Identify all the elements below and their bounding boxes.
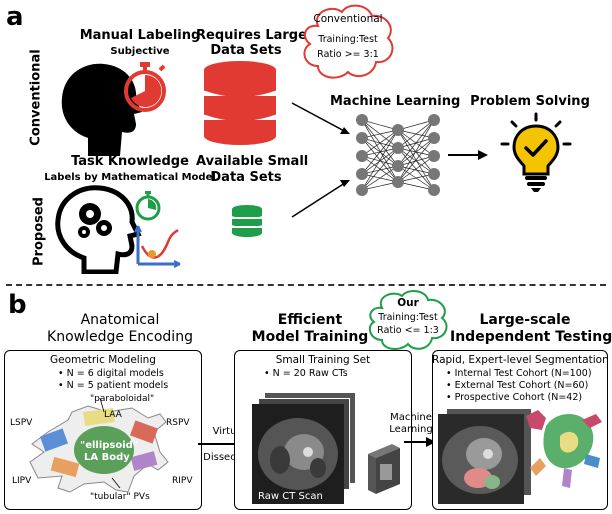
- la-3d-segmentation-render: [526, 410, 602, 488]
- machine-learning-arrow: [404, 437, 436, 447]
- light-bulb-icon: [500, 112, 572, 192]
- box2-bullet-1: • N = 20 Raw CTs: [264, 368, 348, 379]
- task-knowledge-subtitle: Labels by Mathematical Model: [44, 172, 216, 183]
- our-cloud-title: Our: [397, 297, 419, 309]
- box3-bullet-3: • Prospective Cohort (N=42): [446, 392, 583, 403]
- small-training-set-title: Small Training Set: [275, 354, 371, 366]
- la-geometric-model: [29, 397, 169, 493]
- small-database-icon: [231, 205, 263, 237]
- machine-label: Machine: [390, 412, 432, 423]
- label-tubular: "tubular" PVs: [90, 492, 150, 502]
- box3-bullet-2-text: External Test Cohort (N=60): [454, 380, 589, 391]
- box2-bullet-1-text: N = 20 Raw CTs: [272, 368, 348, 379]
- box3-bullet-1: • Internal Test Cohort (N=100): [446, 368, 592, 379]
- available-small-title-1: Available Small: [196, 154, 309, 169]
- col1-title-1: Anatomical: [80, 312, 160, 328]
- our-cloud-line2: Ratio <= 1:3: [377, 325, 439, 336]
- col3-title-1: Large-scale: [479, 312, 571, 328]
- col2-title-2: Model Training: [251, 329, 369, 345]
- math-model-chart-icon: [134, 225, 181, 268]
- row-label-conventional: Conventional: [28, 49, 44, 146]
- geometric-modeling-title: Geometric Modeling: [50, 354, 156, 366]
- panel-a-letter: a: [6, 2, 24, 32]
- virtual-label: Virtual: [212, 426, 246, 437]
- head-gears-icon: [55, 185, 142, 274]
- arrow-to-problem-solving: [448, 150, 488, 160]
- manual-labeling-title: Manual Labeling: [79, 28, 201, 43]
- label-la-body: LA Body: [84, 452, 130, 463]
- requires-large-title-1: Requires Large: [196, 28, 307, 43]
- neural-network-icon: [356, 114, 440, 196]
- problem-solving-title: Problem Solving: [470, 94, 590, 109]
- col2-title-1: Efficient: [277, 312, 343, 328]
- segmentation-title: Rapid, Expert-level Segmentation: [432, 354, 609, 366]
- row-label-proposed: Proposed: [31, 197, 47, 266]
- conventional-cloud-title: Conventional: [313, 13, 383, 25]
- requires-large-title-2: Data Sets: [210, 43, 282, 58]
- label-lipv: LIPV: [12, 476, 32, 486]
- raw-ct-scan-label: Raw CT Scan: [258, 491, 323, 502]
- box1-bullet-1: • N = 6 digital models: [58, 368, 164, 379]
- box3-bullet-1-text: Internal Test Cohort (N=100): [454, 368, 592, 379]
- label-paraboloidal: "paraboloidal": [90, 394, 155, 404]
- box1-bullet-1-text: N = 6 digital models: [66, 368, 164, 379]
- box1-bullet-2-text: N = 5 patient models: [66, 380, 169, 391]
- label-lspv: LSPV: [10, 418, 33, 428]
- dissection-label: Dissection: [203, 452, 255, 463]
- segmented-ct-image: [438, 414, 524, 504]
- machine-learning-title: Machine Learning: [330, 94, 461, 109]
- label-ripv: RIPV: [172, 476, 193, 486]
- conventional-cloud-line1: Training:Test: [318, 34, 378, 45]
- conventional-cloud-shape: [303, 4, 394, 79]
- small-stopwatch-icon: [135, 191, 161, 221]
- conventional-cloud-line2: Ratio >= 3:1: [317, 49, 379, 60]
- task-knowledge-title: Task Knowledge: [71, 154, 189, 169]
- our-cloud-line1: Training:Test: [378, 312, 438, 323]
- box3-bullet-3-text: Prospective Cohort (N=42): [454, 392, 583, 403]
- head-silhouette-icon: [61, 63, 142, 156]
- manual-labeling-subtitle: Subjective: [110, 46, 170, 57]
- panel-divider: [6, 284, 606, 286]
- panel-b-letter: b: [8, 290, 27, 320]
- col3-title-2: Independent Testing: [450, 329, 612, 345]
- available-small-title-2: Data Sets: [210, 170, 282, 185]
- box1-bullet-2: • N = 5 patient models: [58, 380, 169, 391]
- arrows-to-ml: [291, 102, 350, 218]
- col1-title-2: Knowledge Encoding: [47, 329, 193, 345]
- label-laa: LAA: [104, 410, 122, 420]
- label-rspv: RSPV: [166, 418, 190, 428]
- our-cloud-shape: [368, 290, 448, 350]
- raw-ct-scan-image: [252, 404, 344, 504]
- box3-bullet-2: • External Test Cohort (N=60): [446, 380, 589, 391]
- learning-label: Learning: [389, 424, 433, 435]
- stopwatch-icon: [124, 62, 166, 112]
- large-database-icon: [203, 61, 277, 145]
- ml-model-icon: [368, 444, 400, 494]
- label-ellipsoid: "ellipsoid": [80, 440, 139, 451]
